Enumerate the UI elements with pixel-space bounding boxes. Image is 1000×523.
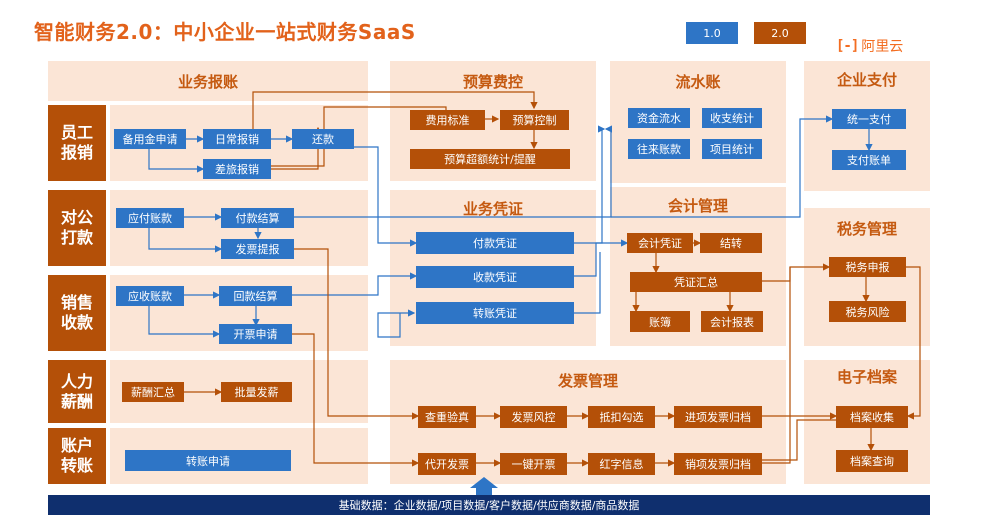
tax-declare-button[interactable]: 税务申报 — [829, 257, 906, 277]
row-label-account: 账户 转账 — [48, 428, 106, 484]
panel-title-enterprise-pay: 企业支付 — [836, 71, 897, 89]
daily-reimburse-button[interactable]: 日常报销 — [203, 129, 271, 149]
acct-voucher-button[interactable]: 会计凭证 — [627, 233, 693, 253]
deduct-check-button[interactable]: 抵扣勾选 — [588, 406, 655, 428]
invoice-apply-button[interactable]: 开票申请 — [219, 324, 292, 344]
panel-tax: 税务管理 — [804, 208, 930, 346]
panel-title-business-reimburse: 业务报账 — [177, 73, 238, 91]
panel-title-e-archive: 电子档案 — [836, 368, 897, 386]
budget-ctrl-button[interactable]: 预算控制 — [500, 110, 569, 130]
panel-title-accounting: 会计管理 — [667, 197, 728, 215]
row-label-sales: 销售 收款 — [48, 275, 106, 351]
receivable-button[interactable]: 应收账款 — [116, 286, 184, 306]
travel-reimburse-button[interactable]: 差旅报销 — [203, 159, 271, 179]
panel-title-tax: 税务管理 — [836, 220, 897, 238]
batch-pay-button[interactable]: 批量发薪 — [221, 382, 292, 402]
archive-collect-button[interactable]: 档案收集 — [836, 406, 908, 428]
pay-voucher-button[interactable]: 付款凭证 — [416, 232, 574, 254]
salary-summary-button[interactable]: 薪酬汇总 — [122, 382, 184, 402]
input-archive-button[interactable]: 进项发票归档 — [674, 406, 762, 428]
income-expense-button[interactable]: 收支统计 — [702, 108, 762, 128]
transfer-voucher-button[interactable]: 转账凭证 — [416, 302, 574, 324]
carry-forward-button[interactable]: 结转 — [700, 233, 762, 253]
verify-button[interactable]: 查重验真 — [418, 406, 476, 428]
output-archive-button[interactable]: 销项发票归档 — [674, 453, 762, 475]
row-label-corporate: 对公 打款 — [48, 190, 106, 266]
invoice-risk-button[interactable]: 发票风控 — [500, 406, 567, 428]
panel-title-budget: 预算费控 — [462, 73, 523, 91]
project-stats-button[interactable]: 项目统计 — [702, 139, 762, 159]
panel-title-cash-journal: 流水账 — [675, 73, 721, 91]
invoice-report-button[interactable]: 发票提报 — [221, 239, 294, 259]
pay-settle-button[interactable]: 付款结算 — [221, 208, 294, 228]
archive-query-button[interactable]: 档案查询 — [836, 450, 908, 472]
aliyun-logo: [-] 阿里云 — [836, 36, 903, 56]
pay-bill-button[interactable]: 支付账单 — [832, 150, 906, 170]
fund-flow-button[interactable]: 资金流水 — [628, 108, 690, 128]
one-click-invoice-button[interactable]: 一键开票 — [500, 453, 567, 475]
aliyun-logo-icon: [-] — [836, 38, 859, 54]
transfer-apply-button[interactable]: 转账申请 — [125, 450, 291, 471]
unified-pay-button[interactable]: 统一支付 — [832, 109, 906, 129]
row-label-hr: 人力 薪酬 — [48, 360, 106, 423]
base-data-bar: 基础数据：企业数据/项目数据/客户数据/供应商数据/商品数据 — [48, 495, 930, 515]
ledger-button[interactable]: 账簿 — [630, 311, 690, 332]
reserve-apply-button[interactable]: 备用金申请 — [114, 129, 186, 149]
expense-std-button[interactable]: 费用标准 — [410, 110, 485, 130]
aliyun-logo-text: 阿里云 — [861, 39, 904, 55]
repay-button[interactable]: 还款 — [292, 129, 354, 149]
red-letter-button[interactable]: 红字信息 — [588, 453, 655, 475]
acct-report-button[interactable]: 会计报表 — [701, 311, 763, 332]
row-label-employee: 员工 报销 — [48, 105, 106, 181]
payable-button[interactable]: 应付账款 — [116, 208, 184, 228]
proxy-invoice-button[interactable]: 代开发票 — [418, 453, 476, 475]
tax-risk-button[interactable]: 税务风险 — [829, 301, 906, 322]
voucher-summary-button[interactable]: 凭证汇总 — [630, 272, 762, 292]
budget-alert-button[interactable]: 预算超额统计/提醒 — [410, 149, 570, 169]
receipt-voucher-button[interactable]: 收款凭证 — [416, 266, 574, 288]
version-2-tab[interactable]: 2.0 — [754, 22, 806, 44]
collect-settle-button[interactable]: 回款结算 — [219, 286, 292, 306]
version-1-tab[interactable]: 1.0 — [686, 22, 738, 44]
panel-title-business-voucher: 业务凭证 — [462, 200, 523, 218]
current-account-button[interactable]: 往来账款 — [628, 139, 690, 159]
panel-title-invoice: 发票管理 — [557, 372, 618, 390]
panel-business-reimburse-header: 业务报账 — [48, 61, 368, 101]
page-title: 智能财务2.0：中小企业一站式财务SaaS — [34, 20, 416, 44]
